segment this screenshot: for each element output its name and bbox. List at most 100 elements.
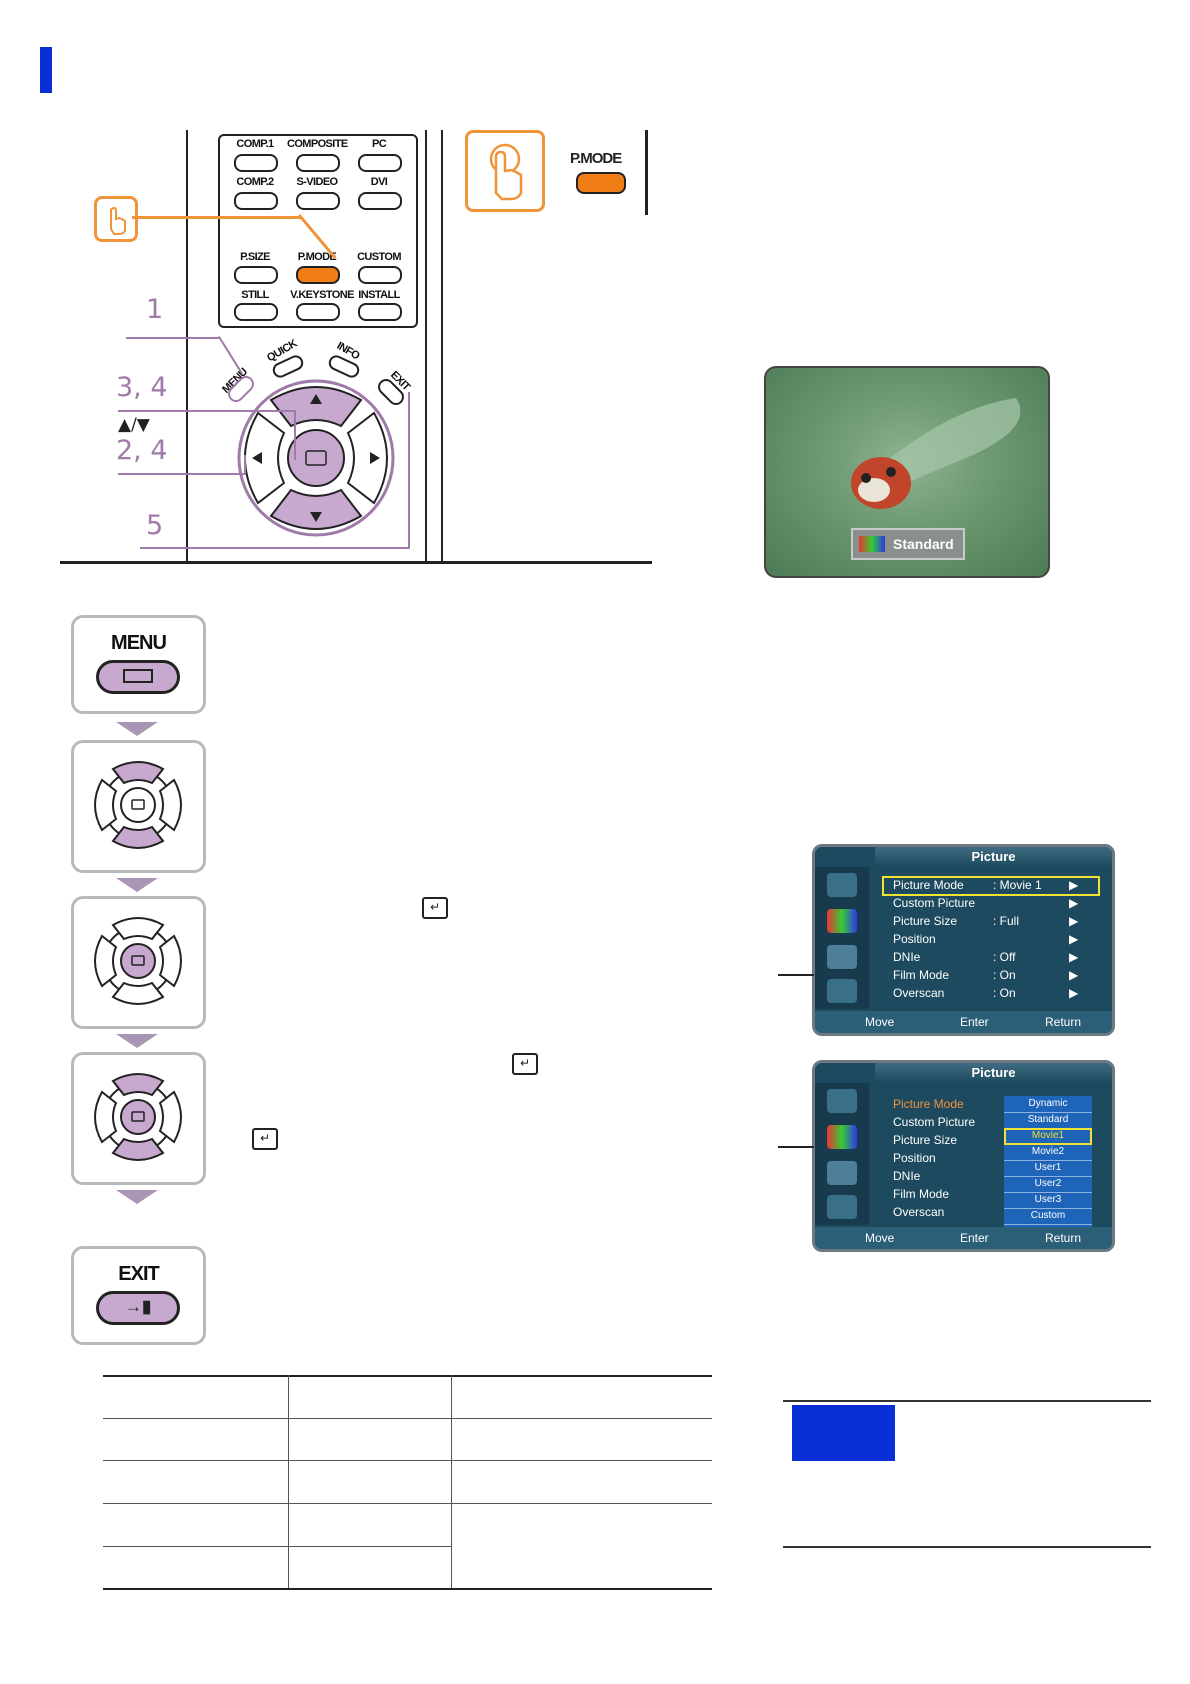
picture-mode-icon	[859, 536, 885, 552]
osd-row[interactable]: Custom Picture	[893, 896, 976, 910]
osd-row[interactable]: Film Mode	[893, 968, 950, 982]
install-button[interactable]	[358, 303, 402, 321]
option-movie1[interactable]: Movie1	[1004, 1128, 1092, 1145]
step-label-3-4: 3, 4	[116, 372, 168, 403]
pmode-shortcut-label: P.MODE	[570, 150, 622, 167]
osd-picture-mode-dropdown: Picture Picture Mode Custom Picture Pict…	[812, 1060, 1115, 1252]
dpad-down[interactable]	[269, 488, 363, 530]
option-user1[interactable]: User1	[1004, 1160, 1092, 1177]
dpad-right[interactable]	[346, 411, 388, 505]
osd-footer: Move Enter Return	[815, 1227, 1112, 1249]
vkeystone-label: V.KEYSTONE	[290, 289, 354, 301]
osd-row[interactable]: Overscan	[893, 1205, 945, 1219]
option-user2[interactable]: User2	[1004, 1176, 1092, 1193]
osd-row-arrow: ▶	[1069, 950, 1079, 964]
sound-icon[interactable]	[827, 1161, 857, 1185]
exit-key-label: EXIT	[118, 1263, 159, 1285]
osd-row-arrow: ▶	[1069, 968, 1079, 982]
option-user3[interactable]: User3	[1004, 1192, 1092, 1209]
input-icon	[827, 873, 857, 897]
osd-row-arrow: ▶	[1069, 932, 1079, 946]
pc-button[interactable]	[358, 154, 402, 172]
option-movie2[interactable]: Movie2	[1004, 1144, 1092, 1161]
comp1-button[interactable]	[234, 154, 278, 172]
osd-row[interactable]: Picture Size	[893, 1133, 958, 1147]
vkeystone-button[interactable]	[296, 303, 340, 321]
enter-icon: ↵	[252, 1128, 278, 1150]
dvi-button[interactable]	[358, 192, 402, 210]
osd-row-active[interactable]: Picture Mode	[893, 1097, 964, 1111]
option-custom[interactable]: Custom	[1004, 1208, 1092, 1225]
step-arrow	[116, 722, 158, 736]
osd-row[interactable]: Picture Size	[893, 914, 958, 928]
osd-footer: Move Enter Return	[815, 1011, 1112, 1033]
psize-label: P.SIZE	[240, 251, 270, 263]
menu-key[interactable]	[96, 660, 180, 694]
osd-row-arrow: ▶	[1069, 878, 1079, 892]
table-row-line	[103, 1546, 451, 1547]
step-arrow	[116, 878, 158, 892]
dpad-enter[interactable]	[287, 429, 345, 487]
dpad-up[interactable]	[269, 386, 363, 428]
still-button[interactable]	[234, 303, 278, 321]
pc-label: PC	[371, 138, 387, 150]
osd-row[interactable]: Overscan	[893, 986, 945, 1000]
picture-mode-badge: Standard	[851, 528, 965, 560]
osd-footer-move: Move	[865, 1015, 895, 1029]
osd-sidebar	[815, 1083, 869, 1225]
step-5-exit: EXIT →▮	[71, 1246, 206, 1345]
note-top-border	[783, 1400, 1151, 1402]
setup-icon[interactable]	[827, 1195, 857, 1219]
hand-pointer-icon	[110, 206, 126, 235]
setup-icon[interactable]	[827, 979, 857, 1003]
osd-row[interactable]: DNIe	[893, 1169, 921, 1183]
comp2-label: COMP.2	[236, 176, 274, 188]
osd-callout-1	[778, 974, 814, 976]
comp2-button[interactable]	[234, 192, 278, 210]
step-label-1: 1	[146, 294, 164, 325]
svideo-button[interactable]	[296, 192, 340, 210]
picture-mode-value: Standard	[893, 536, 954, 552]
leader-line-1b	[218, 335, 244, 375]
osd-row[interactable]: Film Mode	[893, 1187, 950, 1201]
install-label: INSTALL	[358, 289, 400, 301]
picture-icon[interactable]	[827, 1125, 857, 1149]
dpad-left[interactable]	[244, 411, 286, 505]
dpad	[237, 379, 395, 537]
table-col-line	[451, 1375, 452, 1588]
osd-footer-enter: Enter	[960, 1015, 989, 1029]
exit-key[interactable]: →▮	[96, 1291, 180, 1325]
picture-icon[interactable]	[827, 909, 857, 933]
step-1-menu: MENU	[71, 615, 206, 714]
psize-button[interactable]	[234, 266, 278, 284]
step-arrow	[116, 1034, 158, 1048]
osd-row[interactable]: Position	[893, 932, 936, 946]
table-bottom-border	[103, 1588, 712, 1590]
step-3-enter	[71, 896, 206, 1029]
still-label: STILL	[241, 289, 269, 301]
osd-row[interactable]: DNIe	[893, 950, 921, 964]
composite-button[interactable]	[296, 154, 340, 172]
note-marker	[792, 1405, 895, 1461]
custom-button[interactable]	[358, 266, 402, 284]
table-col-line	[288, 1375, 289, 1588]
osd-sidebar	[815, 867, 869, 1009]
step-arrow	[116, 1190, 158, 1204]
osd-row-arrow: ▶	[1069, 896, 1079, 910]
sound-icon[interactable]	[827, 945, 857, 969]
pmode-shortcut-button[interactable]	[576, 172, 626, 194]
osd-row-value: : Full	[993, 914, 1020, 928]
osd-row[interactable]: Custom Picture	[893, 1115, 976, 1129]
osd-row[interactable]: Position	[893, 1151, 936, 1165]
option-standard[interactable]: Standard	[1004, 1112, 1092, 1129]
osd-row[interactable]: Picture Mode	[893, 878, 964, 892]
option-dynamic[interactable]: Dynamic	[1004, 1096, 1092, 1113]
svideo-label: S-VIDEO	[296, 176, 338, 188]
composite-label: COMPOSITE	[287, 138, 348, 150]
dvi-label: DVI	[370, 176, 388, 188]
osd-row-value: : Movie 1	[993, 878, 1042, 892]
note-bottom-border	[783, 1546, 1151, 1548]
pmode-button[interactable]	[296, 266, 340, 284]
step-2-dpad	[71, 740, 206, 873]
leader-line-5b	[408, 392, 410, 549]
